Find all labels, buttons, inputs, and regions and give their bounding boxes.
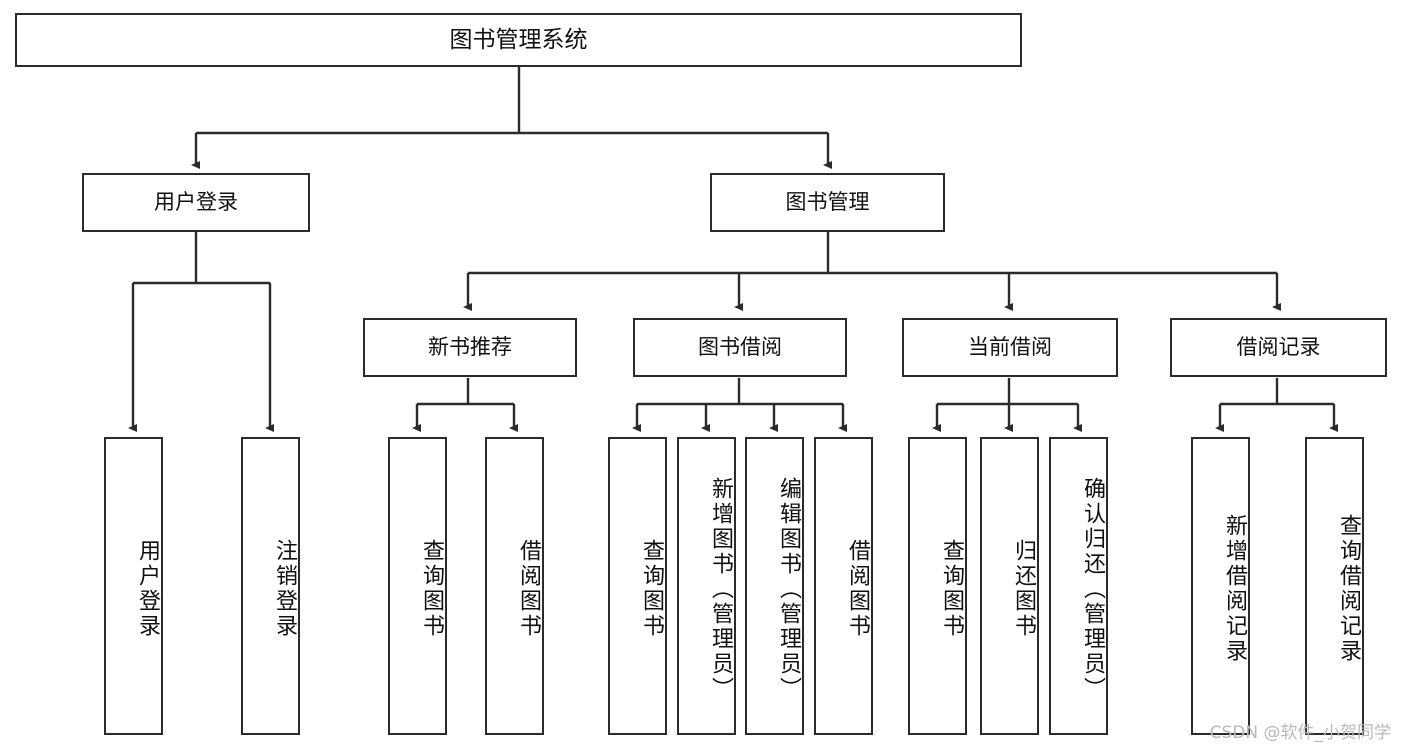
leaf-label: 注销登录	[272, 539, 297, 639]
leaf-label: 新增借阅记录	[1222, 514, 1247, 664]
leaf-label: 确认归还（管理员）	[1080, 476, 1105, 702]
leaf-label: 新增图书（管理员）	[708, 476, 733, 702]
leaf-borrow-add-book[interactable]: 新增图书（管理员）	[677, 437, 736, 735]
leaf-current-query-book[interactable]: 查询图书	[908, 437, 967, 735]
leaf-user-login-login[interactable]: 用户登录	[104, 437, 163, 735]
leaf-record-add-record[interactable]: 新增借阅记录	[1191, 437, 1250, 735]
node-user-login[interactable]: 用户登录	[82, 173, 310, 232]
node-borrow-record[interactable]: 借阅记录	[1170, 318, 1387, 377]
node-new-book-recommend[interactable]: 新书推荐	[363, 318, 577, 377]
leaf-borrow-query-book[interactable]: 查询图书	[608, 437, 667, 735]
leaf-current-return-book[interactable]: 归还图书	[980, 437, 1039, 735]
leaf-borrow-edit-book[interactable]: 编辑图书（管理员）	[745, 437, 804, 735]
leaf-current-confirm-return[interactable]: 确认归还（管理员）	[1049, 437, 1108, 735]
leaf-label: 用户登录	[135, 539, 160, 639]
leaf-new-book-borrow[interactable]: 借阅图书	[485, 437, 544, 735]
leaf-borrow-borrow-book[interactable]: 借阅图书	[814, 437, 873, 735]
node-current-borrow[interactable]: 当前借阅	[902, 318, 1118, 377]
leaf-label: 借阅图书	[516, 539, 541, 639]
leaf-record-query-record[interactable]: 查询借阅记录	[1305, 437, 1364, 735]
leaf-label: 查询图书	[939, 539, 964, 639]
node-root-system[interactable]: 图书管理系统	[15, 13, 1022, 67]
node-book-management[interactable]: 图书管理	[710, 173, 945, 232]
node-book-borrow[interactable]: 图书借阅	[633, 318, 847, 377]
leaf-label: 借阅图书	[845, 539, 870, 639]
leaf-label: 查询图书	[419, 539, 444, 639]
leaf-label: 编辑图书（管理员）	[776, 476, 801, 702]
leaf-label: 归还图书	[1011, 539, 1036, 639]
leaf-user-login-logout[interactable]: 注销登录	[241, 437, 300, 735]
leaf-label: 查询图书	[639, 539, 664, 639]
csdn-watermark: CSDN @软件_小贺同学	[1209, 723, 1391, 743]
leaf-new-book-query[interactable]: 查询图书	[388, 437, 447, 735]
leaf-label: 查询借阅记录	[1336, 514, 1361, 664]
